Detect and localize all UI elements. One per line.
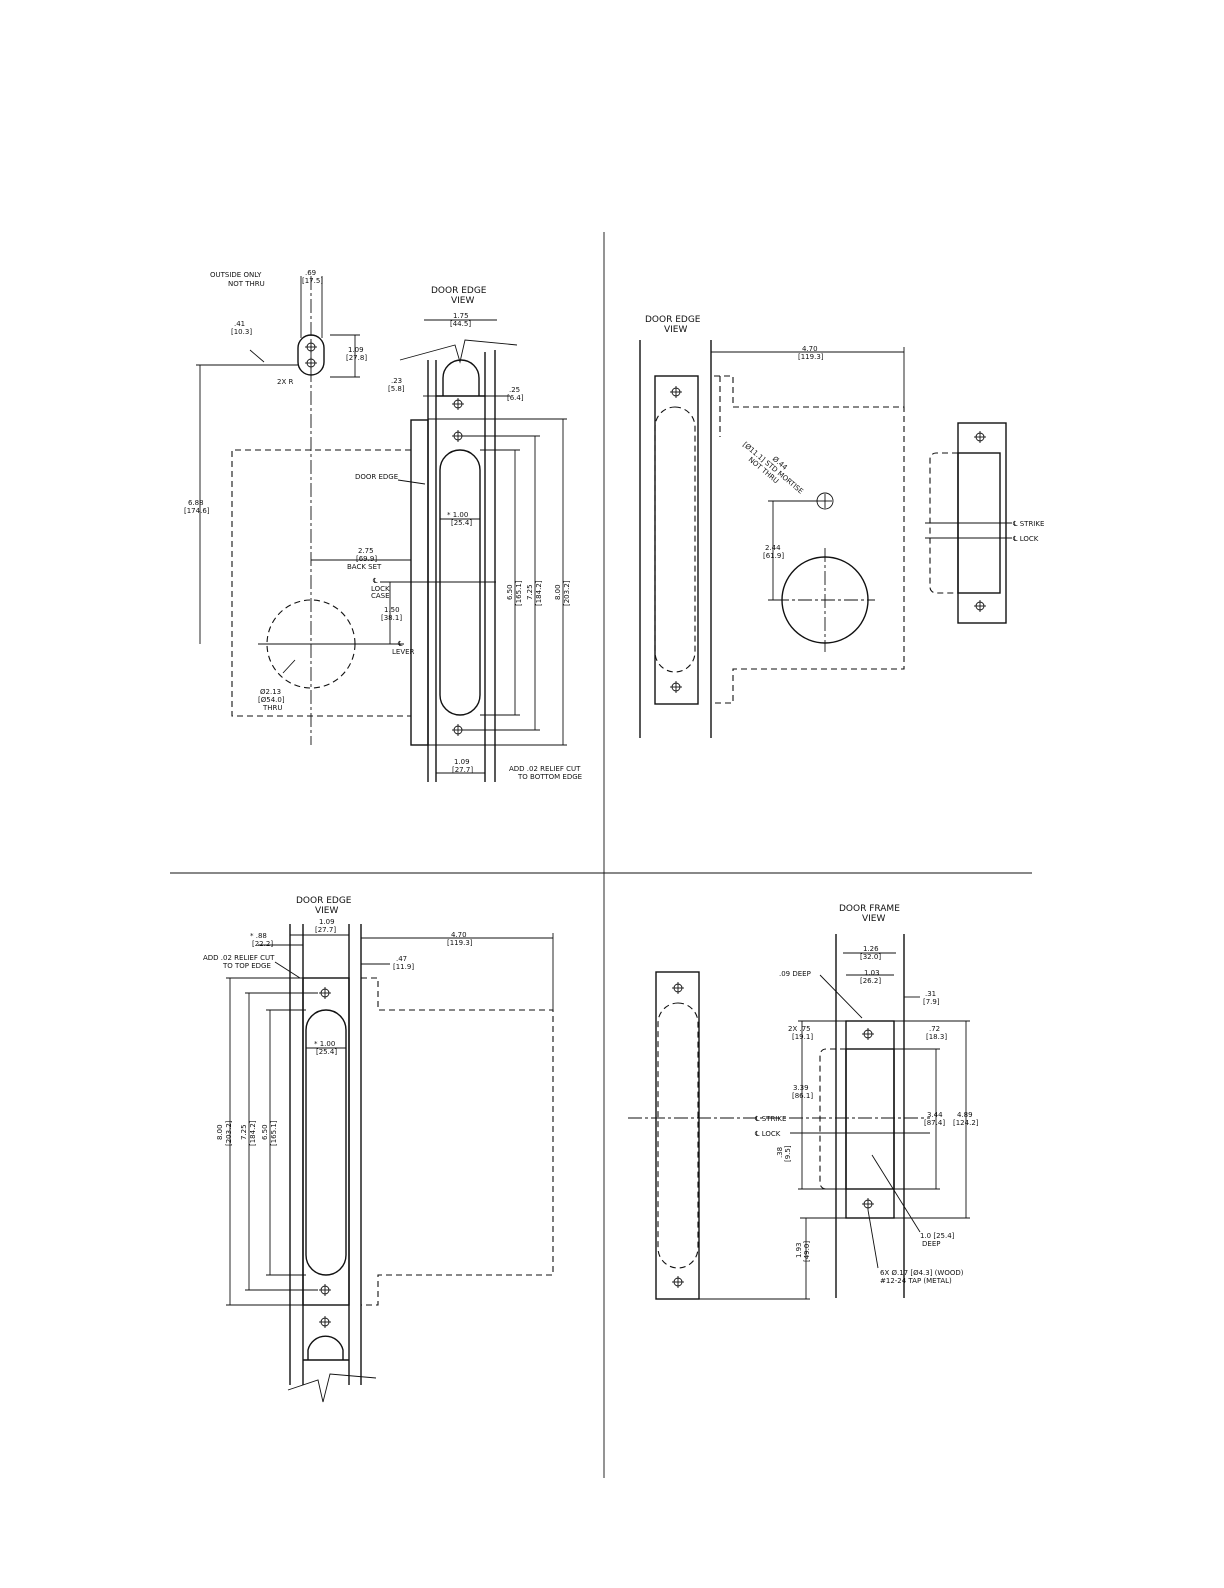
dim-103: 1.03[26.2]	[860, 969, 881, 985]
dim-275-backset: 2.75[69.9]BACK SET	[347, 547, 382, 571]
dim-109-bottom: 1.09[27.7]	[452, 758, 473, 774]
label-screw-holes: 6X Ø.17 [Ø4.3] (WOOD)#12-24 TAP (METAL)	[880, 1269, 964, 1285]
label-2x-r: 2X R	[277, 378, 293, 386]
dim-489: 4.89[124.2]	[953, 1111, 979, 1127]
dim-339: 3.39[86.1]	[792, 1084, 813, 1100]
dim-2x-075: 2X .75[19.1]	[788, 1025, 813, 1041]
dim-038: .38[9.5]	[776, 1145, 792, 1162]
dim-175: 1.75[44.5]	[450, 312, 471, 328]
dim-109-slot: 1.09[27.8]	[346, 346, 367, 362]
label-10-deep: 1.0 [25.4]DEEP	[920, 1232, 955, 1248]
dim-126: 1.26[32.0]	[860, 945, 881, 961]
dim-150: 1.50[38.1]	[381, 606, 402, 622]
label-door-edge: DOOR EDGE	[355, 473, 398, 481]
dim-193: 1.93[49.0]	[795, 1241, 811, 1262]
dim-800: 8.00[203.2]	[554, 580, 571, 606]
label-cl-lock-br: ℄ LOCK	[755, 1130, 781, 1138]
label-cl-strike-tr: ℄ STRIKE	[1013, 520, 1044, 528]
dim-470-tr: 4.70[119.3]	[798, 345, 824, 361]
dim-069: .69[17.5]	[302, 269, 323, 285]
dim-025: .25[6.4]	[507, 386, 524, 402]
dim-100: * 1.00[25.4]	[447, 511, 472, 527]
label-cl-strike-br: ℄ STRIKE	[755, 1115, 786, 1123]
dim-023: .23[5.8]	[388, 377, 405, 393]
sheet-dividers	[170, 232, 1032, 1478]
dim-047: .47[11.9]	[393, 955, 414, 971]
dim-470-bl: 4.70[119.3]	[447, 931, 473, 947]
label-09-deep: .09 DEEP	[779, 970, 811, 978]
label-hole: Ø2.13[Ø54.0]THRU	[258, 688, 285, 712]
dim-041: .41[10.3]	[231, 320, 252, 336]
dim-650-bl: 6.50[165.1]	[261, 1120, 278, 1146]
dim-088: * .88[22.2]	[250, 932, 273, 948]
dim-344: 3.44[87.4]	[924, 1111, 945, 1127]
dim-109-bl: 1.09[27.7]	[315, 918, 336, 934]
label-cl-lever: ℄LEVER	[392, 640, 415, 656]
dim-725: 7.25[184.2]	[526, 580, 543, 606]
dim-100-bl: * 1.00[25.4]	[314, 1040, 337, 1056]
label-cl-lock-tr: ℄ LOCK	[1013, 535, 1039, 543]
dim-688: 6.88[174.6]	[184, 499, 210, 515]
dim-800-bl: 8.00[203.2]	[216, 1120, 233, 1146]
dim-650: 6.50[165.1]	[506, 580, 523, 606]
dim-072: .72[18.3]	[926, 1025, 947, 1041]
dim-031: .31[7.9]	[923, 990, 940, 1006]
dim-244: 2.44[61.9]	[763, 544, 784, 560]
label-std-mortise: Ø.44[Ø11.1] STD MORTISENOT THRU	[736, 434, 810, 501]
dim-725-bl: 7.25[184.2]	[240, 1120, 257, 1146]
